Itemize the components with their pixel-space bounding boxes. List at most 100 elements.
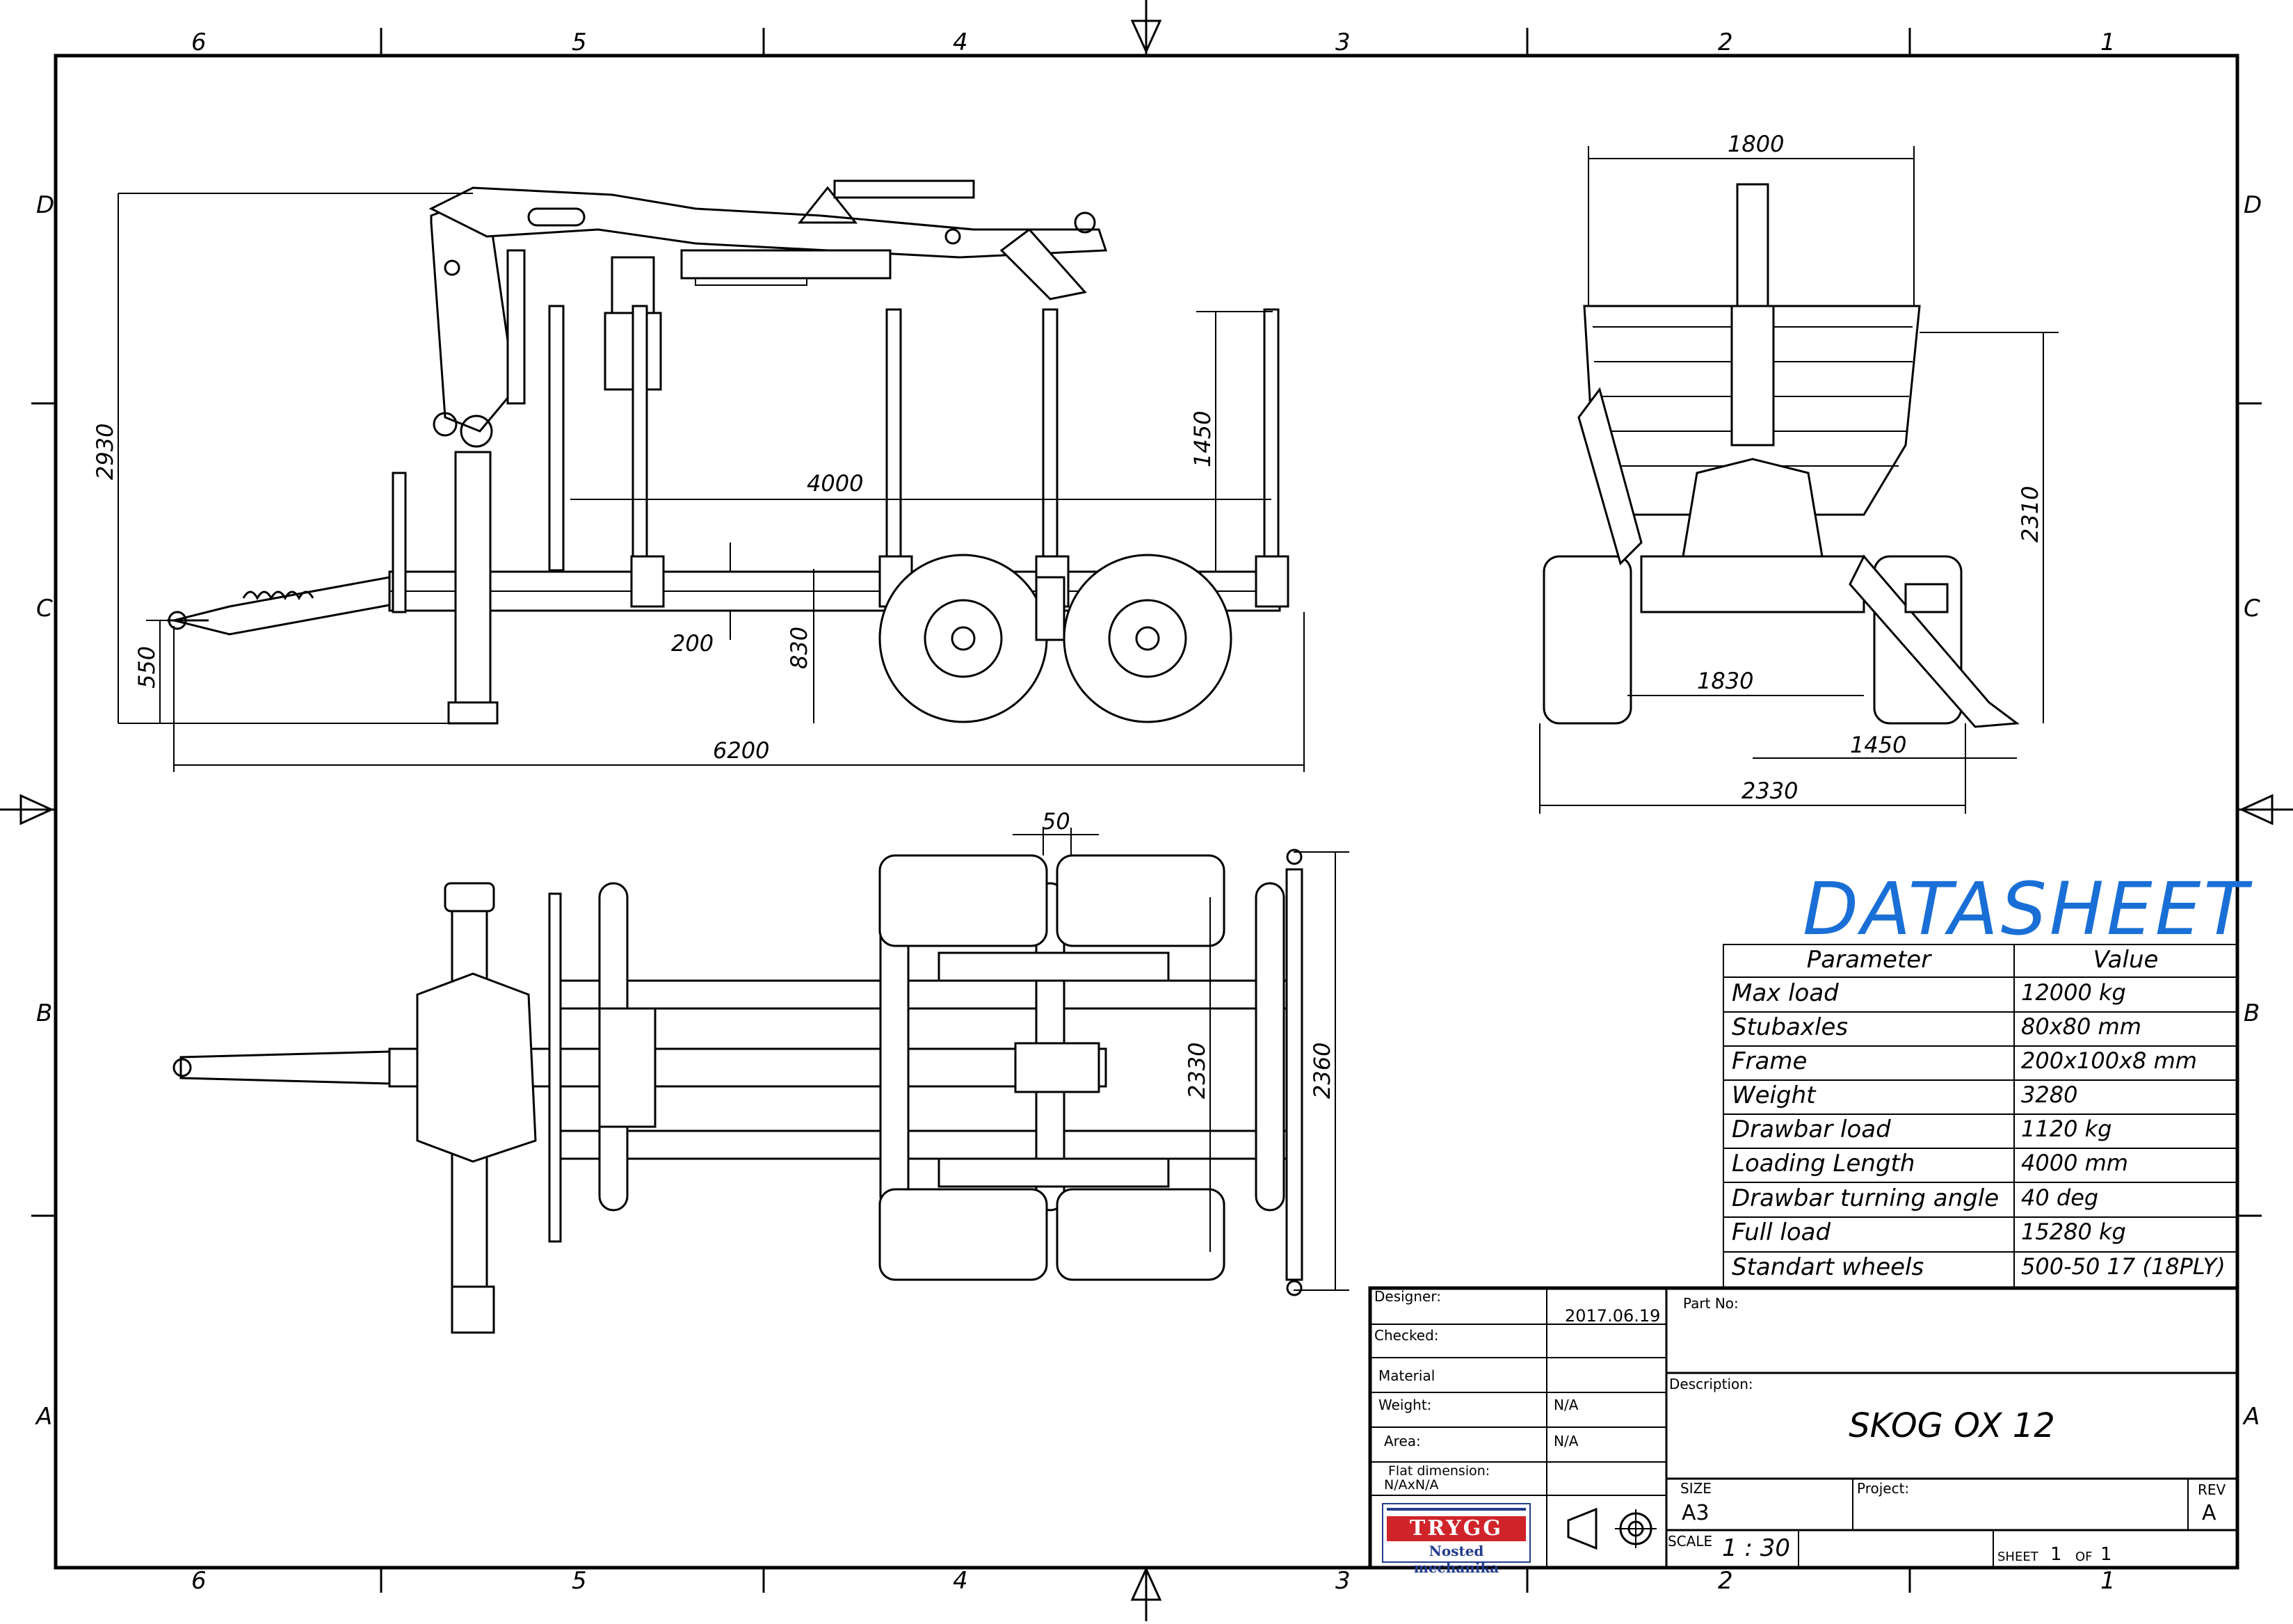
- zone-row-b-left: B: [36, 999, 52, 1027]
- datasheet-param-7: Full load: [1732, 1219, 1831, 1246]
- zone-row-d-left: D: [36, 191, 54, 219]
- dim-outrigger: 1830: [1697, 668, 1753, 694]
- dim-ground-clearance: 200: [671, 630, 714, 657]
- front-crane-base: [1682, 458, 1824, 558]
- dim-total-height: 2930: [92, 424, 118, 480]
- tb-sheet-value: 1: [2050, 1544, 2062, 1565]
- datasheet-value-5: 4000 mm: [2021, 1150, 2128, 1176]
- datasheet-header-param: Parameter: [1806, 946, 1931, 974]
- dim-axle-width: 2330: [1184, 1043, 1210, 1099]
- side-hose-coil: [242, 590, 314, 601]
- dim-width-top: 1800: [1728, 131, 1784, 157]
- side-column-cylinder: [506, 249, 526, 405]
- zone-col-4-bottom: 4: [953, 1567, 968, 1595]
- dim-top-total-width: 2360: [1309, 1043, 1335, 1099]
- top-frame-rail-upper: [555, 979, 1295, 1010]
- tb-weight-label: Weight:: [1378, 1397, 1432, 1413]
- datasheet-value-2: 200x100x8 mm: [2021, 1047, 2197, 1074]
- front-stabilizer-right: [1849, 554, 2020, 728]
- datasheet-param-2: Frame: [1732, 1047, 1808, 1075]
- zone-row-a-right: A: [2242, 1403, 2260, 1431]
- logo-subtitle: Nosted mechanika: [1413, 1543, 1499, 1576]
- datasheet-value-7: 15280 kg: [2021, 1219, 2126, 1245]
- logo-text: TRYGG: [1410, 1516, 1503, 1541]
- dim-stake-height: 1450: [1189, 411, 1216, 467]
- side-crane-column: [454, 451, 492, 711]
- zone-col-5-bottom: 5: [572, 1567, 587, 1595]
- datasheet-header-value: Value: [2093, 946, 2159, 974]
- dim-loading-length: 4000: [807, 470, 863, 497]
- zone-col-3-top: 3: [1335, 29, 1351, 56]
- top-wheel-rr: [1056, 1188, 1225, 1281]
- top-crossbeam-4: [1255, 882, 1285, 1212]
- titleblock-grid: [1368, 1286, 2239, 1570]
- tb-description-label: Description:: [1669, 1376, 1753, 1392]
- side-boom-cylinder: [833, 179, 975, 199]
- zone-labels: 6 5 4 3 2 1 6 5 4 3 2 1 D C B A D C B A: [35, 29, 2262, 1595]
- dim-total-width: 2330: [1741, 778, 1798, 804]
- side-stake-2: [631, 305, 648, 572]
- tb-flat-value: N/AxN/A: [1384, 1477, 1439, 1493]
- datasheet-param-8: Standart wheels: [1732, 1253, 1924, 1281]
- top-wheel-fr: [878, 1188, 1048, 1281]
- zone-col-3-bottom: 3: [1335, 1567, 1351, 1595]
- top-crane-head: [444, 882, 495, 913]
- side-stake-3: [885, 308, 902, 575]
- datasheet-param-4: Drawbar load: [1732, 1116, 1891, 1143]
- side-crane-boom: [428, 186, 1108, 259]
- front-crane-column: [1736, 183, 1769, 311]
- datasheet-value-6: 40 deg: [2021, 1184, 2099, 1211]
- side-rotator: [611, 256, 655, 314]
- zone-col-1-bottom: 1: [2100, 1567, 2116, 1595]
- tb-of-value: 1: [2100, 1544, 2112, 1565]
- side-drawbar: [173, 576, 391, 636]
- tb-designer-label: Designer:: [1374, 1288, 1441, 1305]
- side-stake-1: [548, 305, 565, 572]
- tb-rev-label: REV: [2198, 1481, 2226, 1498]
- zone-col-5-top: 5: [572, 29, 587, 56]
- tb-material-label: Material: [1378, 1367, 1435, 1384]
- top-rear-beam: [1285, 868, 1303, 1281]
- dim-total-length: 6200: [713, 737, 769, 764]
- top-drawbar: [179, 1050, 391, 1085]
- dim-outrigger-inner: 1450: [1850, 732, 1906, 758]
- datasheet-param-1: Stubaxles: [1732, 1013, 1849, 1041]
- tb-area-label: Area:: [1384, 1433, 1421, 1449]
- datasheet-value-0: 12000 kg: [2021, 979, 2126, 1006]
- zone-col-1-top: 1: [2100, 29, 2116, 56]
- side-wheel-front: [878, 554, 1048, 723]
- tb-scale-value: 1 : 30: [1722, 1534, 1790, 1562]
- projection-cone-icon: [1567, 1507, 1598, 1550]
- datasheet-value-4: 1120 kg: [2021, 1116, 2112, 1142]
- top-wheel-rl: [1056, 854, 1225, 947]
- side-extension-arm: [680, 249, 892, 280]
- zone-row-c-right: C: [2244, 595, 2260, 622]
- top-wheel-fl: [878, 854, 1048, 947]
- front-stabilizer-left: [1577, 387, 1643, 565]
- side-tip-link: [999, 227, 1087, 300]
- zone-col-4-top: 4: [953, 29, 968, 56]
- tb-weight-value: N/A: [1554, 1397, 1579, 1413]
- top-frame-rail-lower: [555, 1129, 1295, 1160]
- zone-row-b-right: B: [2244, 999, 2260, 1027]
- side-stabilizer-post: [392, 472, 407, 613]
- tb-flat-label: Flat dimension:: [1388, 1463, 1490, 1479]
- datasheet-param-3: Weight: [1732, 1082, 1816, 1109]
- front-wheel-left: [1543, 555, 1632, 725]
- tb-scale-label: SCALE: [1668, 1533, 1713, 1550]
- datasheet-value-3: 3280: [2021, 1082, 2078, 1108]
- zone-row-d-right: D: [2244, 191, 2262, 219]
- tb-description: SKOG OX 12: [1849, 1406, 2055, 1445]
- top-rotator: [598, 1007, 657, 1128]
- datasheet-value-1: 80x80 mm: [2021, 1013, 2141, 1040]
- tb-size-label: SIZE: [1680, 1480, 1712, 1497]
- side-view: 2930 550 830 1450 4000 200 6200: [92, 179, 1305, 772]
- datasheet-param-5: Loading Length: [1732, 1150, 1915, 1177]
- tb-part-no-label: Part No:: [1683, 1295, 1739, 1312]
- zone-col-2-top: 2: [1718, 29, 1733, 56]
- tb-area-value: N/A: [1554, 1433, 1579, 1449]
- tb-rev-value: A: [2202, 1501, 2216, 1525]
- datasheet-param-0: Max load: [1732, 979, 1839, 1007]
